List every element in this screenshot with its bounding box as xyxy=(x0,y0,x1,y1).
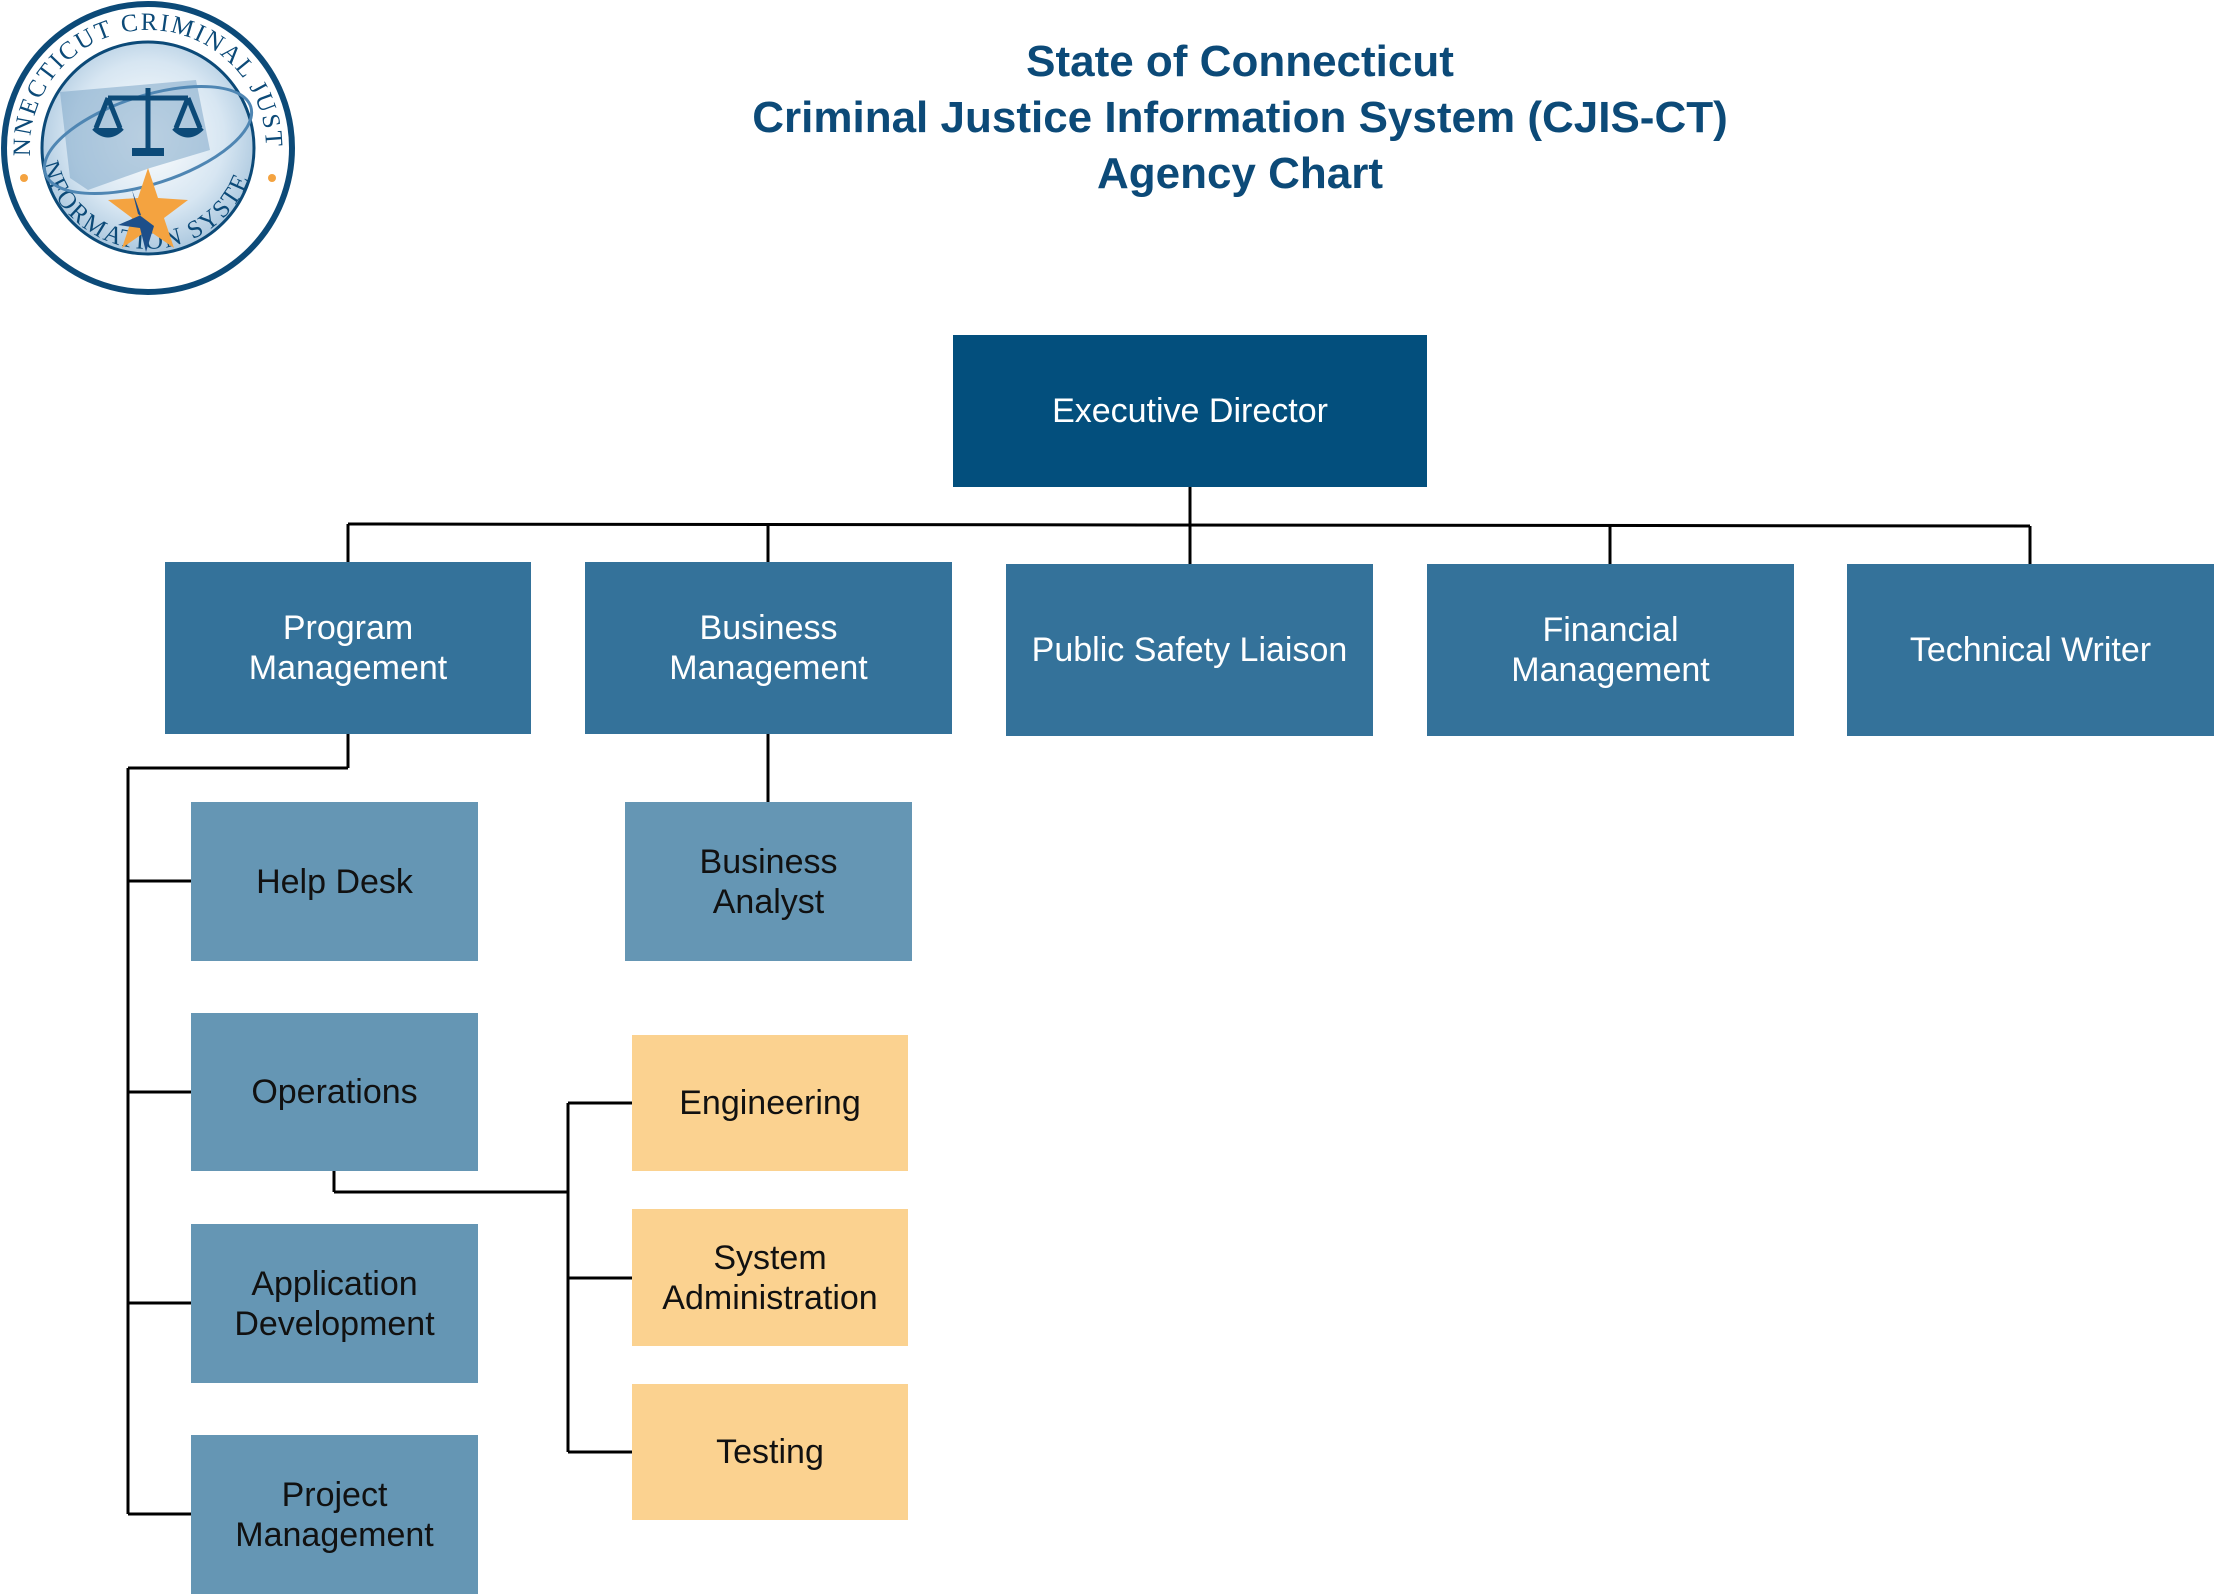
page-title: State of Connecticut Criminal Justice In… xyxy=(640,34,1840,202)
testing-box[interactable]: Testing xyxy=(632,1384,908,1520)
help-desk-box[interactable]: Help Desk xyxy=(191,802,478,961)
public-safety-liaison-label: Public Safety Liaison xyxy=(1031,631,1348,669)
public-safety-liaison-box[interactable]: Public Safety Liaison xyxy=(1006,564,1373,736)
testing-label: Testing xyxy=(716,1433,824,1471)
scales-of-justice-icon xyxy=(92,88,204,156)
engineering-label: Engineering xyxy=(679,1084,861,1122)
cjis-logo: CONNECTICUT CRIMINAL JUSTICE INFORMATION… xyxy=(0,0,295,295)
executive-director-box[interactable]: Executive Director xyxy=(953,335,1427,487)
executive-director-label: Executive Director xyxy=(1052,392,1328,430)
operations-box[interactable]: Operations xyxy=(191,1013,478,1171)
financial-management-label: Financial Management xyxy=(1511,611,1710,689)
business-management-label: Business Management xyxy=(669,609,868,687)
application-development-label: Application Development xyxy=(234,1264,435,1343)
business-analyst-label: Business Analyst xyxy=(699,842,838,921)
business-management-box[interactable]: Business Management xyxy=(585,562,952,734)
title-line-state: State of Connecticut xyxy=(1026,37,1454,86)
program-management-label: Program Management xyxy=(248,609,448,687)
operations-label: Operations xyxy=(251,1073,418,1111)
technical-writer-box[interactable]: Technical Writer xyxy=(1847,564,2214,736)
system-administration-label: System Administration xyxy=(662,1238,878,1317)
star-icon xyxy=(108,168,188,252)
help-desk-label: Help Desk xyxy=(256,862,413,901)
project-management-box[interactable]: Project Management xyxy=(191,1435,478,1594)
engineering-box[interactable]: Engineering xyxy=(632,1035,908,1171)
technical-writer-label: Technical Writer xyxy=(1909,631,2152,669)
financial-management-box[interactable]: Financial Management xyxy=(1427,564,1794,736)
system-administration-box[interactable]: System Administration xyxy=(632,1209,908,1346)
title-line-system: Criminal Justice Information System (CJI… xyxy=(752,93,1728,142)
title-line-chart: Agency Chart xyxy=(1096,149,1384,198)
program-management-box[interactable]: Program Management xyxy=(165,562,531,734)
business-analyst-box[interactable]: Business Analyst xyxy=(625,802,912,961)
project-management-label: Project Management xyxy=(235,1475,434,1554)
application-development-box[interactable]: Application Development xyxy=(191,1224,478,1383)
